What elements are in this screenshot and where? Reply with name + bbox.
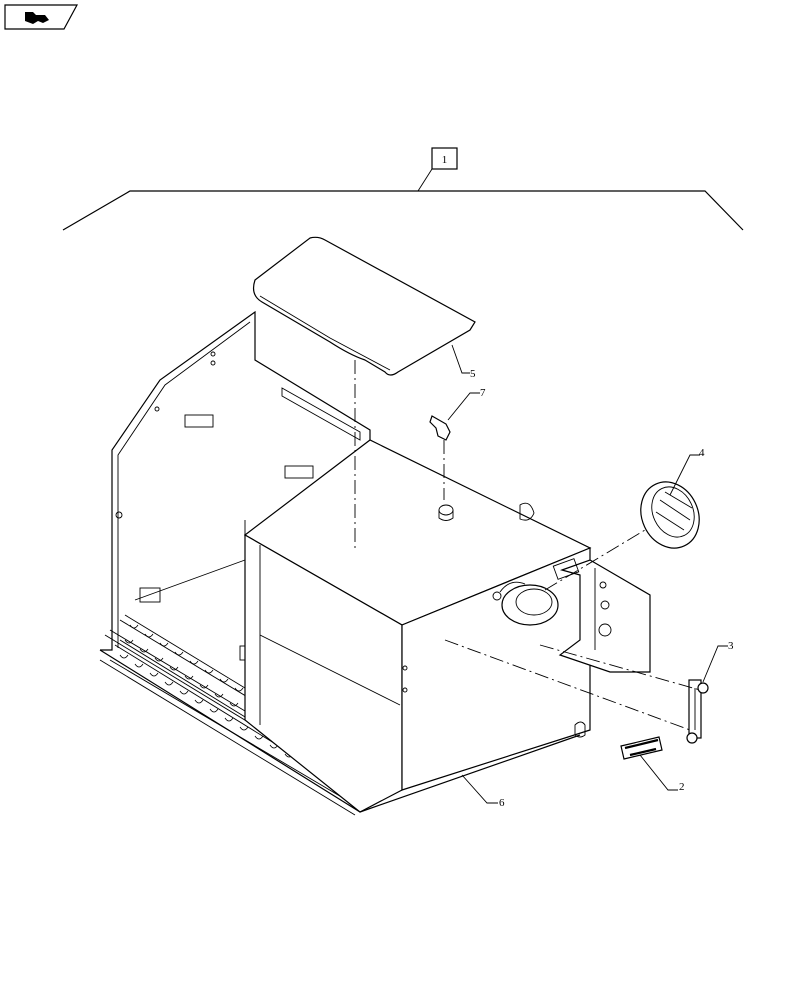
tank-cover <box>252 236 476 376</box>
filler-neck <box>492 581 559 626</box>
center-line <box>544 529 646 591</box>
mounting-bracket <box>552 558 651 673</box>
sight-gauge <box>686 679 709 744</box>
assembly-bracket <box>62 147 744 231</box>
callout-4: 4 <box>699 447 705 459</box>
elbow-fitting <box>429 415 451 441</box>
hydraulic-tank <box>243 439 592 813</box>
callout-7: 7 <box>480 387 486 399</box>
hydraulic-fluid-decal <box>620 736 663 760</box>
filler-cap <box>640 481 700 549</box>
book-page-navigation-icon[interactable] <box>4 4 79 30</box>
callout-5: 5 <box>470 368 476 380</box>
callout-3: 3 <box>728 640 734 652</box>
callout-1: 1 <box>442 154 448 166</box>
leader-lines <box>447 344 728 804</box>
callout-6: 6 <box>499 797 505 809</box>
center-line <box>539 644 701 691</box>
center-line <box>444 639 691 731</box>
callout-2: 2 <box>679 781 685 793</box>
